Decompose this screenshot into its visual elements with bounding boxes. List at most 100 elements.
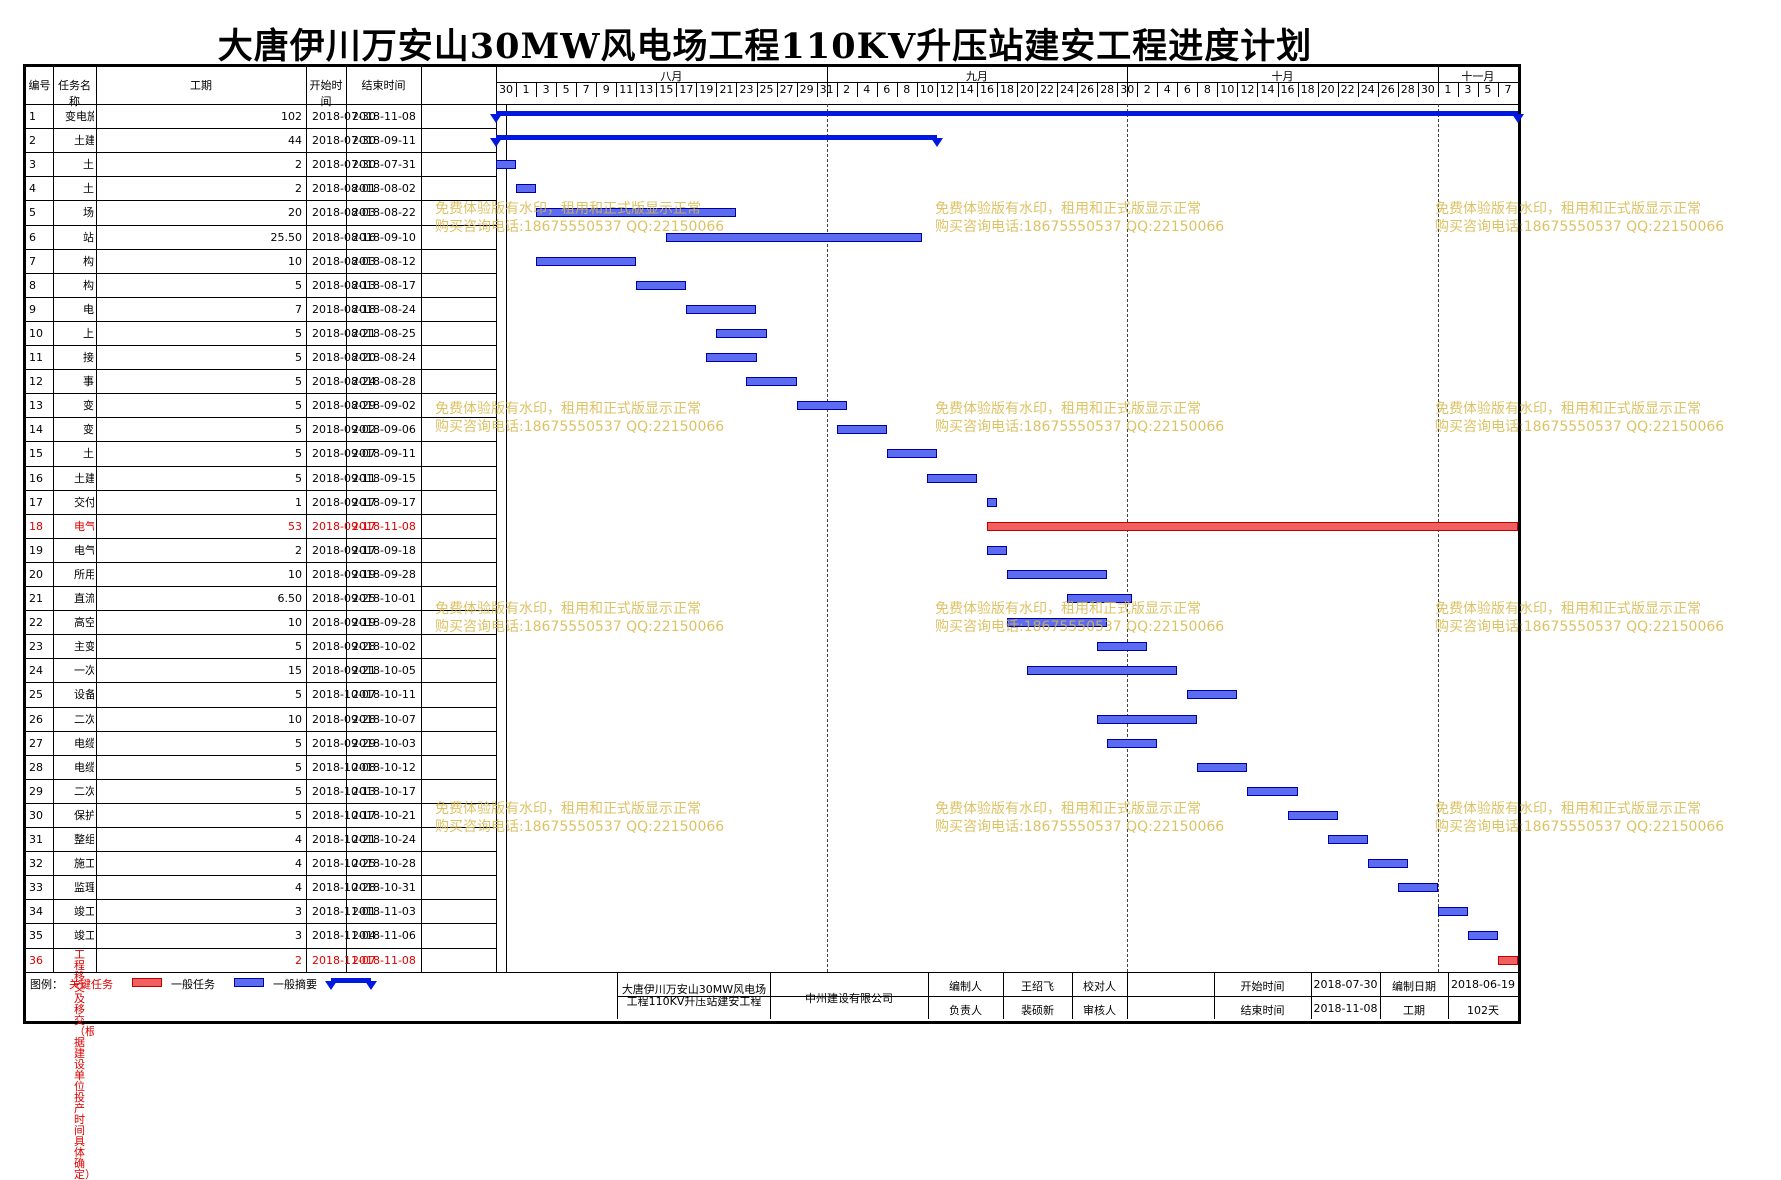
task-name[interactable]: 直流系统屏柜安装及调	[74, 592, 94, 605]
day-divider	[1417, 82, 1419, 97]
day-label: 27	[779, 83, 794, 96]
task-bar[interactable]	[536, 208, 737, 218]
task-duration: 3	[295, 929, 302, 943]
critical-task-bar[interactable]	[1497, 955, 1518, 965]
watermark: 免费体验版有水印，租用和正式版显示正常购买咨询电话:18675550537 QQ…	[1435, 200, 1724, 236]
task-name[interactable]: 土建验收	[74, 471, 94, 485]
task-name[interactable]: 高空跨线及母线安装	[74, 616, 94, 630]
task-bar[interactable]	[496, 160, 517, 170]
task-bar[interactable]	[1007, 569, 1108, 579]
task-name[interactable]: 接地施工	[83, 351, 94, 364]
task-name[interactable]: 土建施工图会审	[83, 158, 94, 172]
task-id: 12	[29, 375, 43, 389]
task-name[interactable]: 监理预验收及消缺	[74, 881, 94, 895]
task-start: 2018-11-07	[312, 953, 376, 967]
task-name[interactable]: 事故油池	[83, 375, 94, 389]
task-end: 2018-08-17	[352, 278, 416, 292]
task-bar[interactable]	[986, 497, 997, 507]
task-name[interactable]: 站内主控室、附属楼、辅助楼建筑物	[83, 230, 94, 244]
critical-task-bar[interactable]	[986, 521, 1518, 531]
task-name[interactable]: 所用电屏柜安装及调试	[74, 567, 94, 581]
day-label: 2	[1143, 83, 1151, 96]
task-name[interactable]: 变电站场区围墙	[83, 399, 94, 413]
task-id: 21	[29, 592, 43, 605]
task-id: 14	[29, 423, 43, 437]
task-bar[interactable]	[1397, 883, 1438, 893]
summary-bar[interactable]	[496, 135, 937, 141]
task-bar[interactable]	[1197, 762, 1248, 772]
task-bar[interactable]	[536, 256, 637, 266]
task-name[interactable]: 二次接线校验	[74, 784, 94, 798]
task-bar[interactable]	[926, 473, 977, 483]
task-bar[interactable]	[836, 425, 887, 435]
task-name[interactable]: 竣工验收消缺、复检完成时间	[74, 929, 94, 943]
legend-label: 图例：	[30, 977, 63, 991]
day-label: 8	[1203, 83, 1211, 96]
task-name[interactable]: 上下水施工及道路施工	[83, 326, 94, 340]
task-name[interactable]: 电气施工进度计划	[74, 519, 94, 533]
task-bar[interactable]	[1327, 835, 1368, 844]
day-label: 5	[1484, 83, 1492, 96]
task-name[interactable]: 土建施工进度计划	[74, 134, 94, 148]
day-label: 21	[719, 83, 734, 96]
task-end: 2018-09-11	[352, 134, 416, 148]
watermark-line2: 购买咨询电话:18675550537 QQ:22150066	[435, 619, 725, 635]
task-bar[interactable]	[636, 280, 687, 290]
task-bar[interactable]	[1097, 714, 1198, 724]
task-bar[interactable]	[1467, 931, 1498, 941]
task-bar[interactable]	[1027, 666, 1178, 676]
task-name[interactable]: 构支架及设备基础	[83, 254, 94, 268]
task-bar[interactable]	[986, 545, 1007, 555]
task-name[interactable]: 一次设备安装及调	[74, 664, 94, 678]
task-name[interactable]: 电缆敷设及二次接线	[74, 760, 94, 774]
task-bar[interactable]	[1247, 786, 1298, 796]
task-bar[interactable]	[796, 401, 847, 411]
summary-bar[interactable]	[496, 111, 1518, 116]
task-duration: 5	[295, 736, 302, 750]
task-bar[interactable]	[706, 353, 757, 362]
task-id: 28	[29, 760, 43, 774]
task-end: 2018-08-28	[352, 375, 416, 389]
task-bar[interactable]	[1187, 690, 1238, 700]
month-label: 九月	[965, 70, 988, 83]
task-name[interactable]: 场地平整	[83, 206, 94, 220]
day-label: 5	[562, 83, 570, 96]
task-bar[interactable]	[716, 328, 767, 338]
task-name[interactable]: 竣工验收	[74, 905, 94, 919]
task-end: 2018-11-06	[352, 929, 416, 943]
task-name[interactable]: 电气安装开工条件及施工图纸会审	[74, 543, 94, 557]
task-name[interactable]: 主变压器安装	[74, 640, 94, 654]
task-name[interactable]: 变电施工进度计划	[65, 110, 94, 123]
watermark: 免费体验版有水印，租用和正式版显示正常购买咨询电话:18675550537 QQ…	[435, 800, 724, 836]
task-bar[interactable]	[1367, 859, 1408, 869]
task-bar[interactable]	[746, 377, 797, 387]
task-bar[interactable]	[1067, 594, 1133, 603]
day-divider	[956, 82, 958, 97]
task-name[interactable]: 电缆沟施工	[83, 302, 94, 316]
task-name[interactable]: 整组传动试验及系统实验	[74, 833, 94, 846]
task-bar[interactable]	[516, 184, 537, 194]
task-duration: 7	[295, 302, 302, 316]
task-bar[interactable]	[1107, 738, 1158, 748]
task-name[interactable]: 电缆支架焊接	[74, 736, 94, 750]
task-bar[interactable]	[686, 304, 757, 314]
task-id: 23	[29, 640, 43, 654]
task-name[interactable]: 土建工程开工条件审查	[83, 182, 94, 196]
task-bar[interactable]	[666, 232, 922, 242]
task-start: 2018-08-21	[312, 326, 376, 340]
task-bar[interactable]	[1097, 642, 1148, 652]
task-name[interactable]: 设备连线及引下线安装	[74, 688, 94, 702]
task-name[interactable]: 土建收尾工作	[83, 447, 94, 461]
task-bar[interactable]	[1007, 618, 1108, 628]
task-bar[interactable]	[1437, 907, 1468, 917]
task-bar[interactable]	[886, 449, 937, 459]
task-name[interactable]: 构支架吊装	[83, 278, 94, 292]
task-name[interactable]: 变电站场区地面及大门施工	[83, 423, 94, 437]
task-name[interactable]: 交付电气安装	[74, 495, 94, 509]
task-name[interactable]: 保护校验	[74, 808, 94, 822]
task-name[interactable]: 施工自检及消缺	[74, 857, 94, 871]
row-line	[26, 393, 496, 395]
task-name[interactable]: 二次设备安装	[74, 712, 94, 726]
task-bar[interactable]	[1287, 810, 1338, 820]
